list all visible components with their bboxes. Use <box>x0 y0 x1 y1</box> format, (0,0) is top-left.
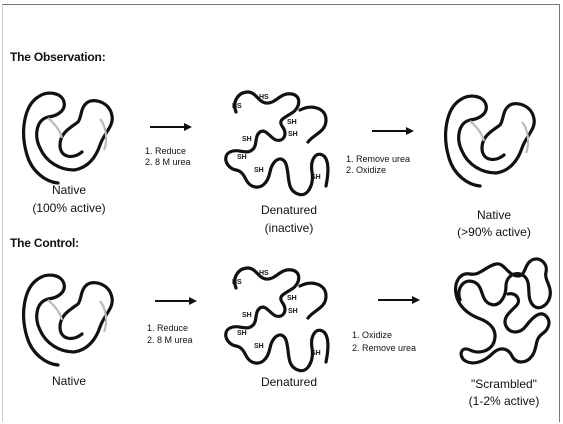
scrambled-protein-structure <box>456 259 551 363</box>
scrambled-activity: (1-2% active) <box>449 394 559 408</box>
control-reduce-step-2: 2. 8 M urea <box>147 334 193 346</box>
native-label: Native <box>24 183 114 197</box>
sh-label: SH <box>254 167 264 174</box>
control-remove-urea-step: 2. Remove urea <box>352 342 416 354</box>
oxidize-step: 2. Oxidize <box>346 164 386 176</box>
sh-label: HS <box>232 103 242 110</box>
sh-label: SH <box>288 131 298 138</box>
sh-label: SH <box>288 308 298 315</box>
sh-label: SH <box>311 350 321 357</box>
sh-label: SH <box>287 119 297 126</box>
sh-label: SH <box>242 136 252 143</box>
control-reduce-step-1: 1. Reduce <box>147 322 188 334</box>
renatured-label: Native <box>449 208 539 222</box>
control-reduce-arrow <box>155 297 197 305</box>
renature-arrow <box>372 127 414 135</box>
sh-label: SH <box>242 312 252 319</box>
renatured-activity: (>90% active) <box>434 225 554 239</box>
sh-label: SH <box>254 343 264 350</box>
reduce-arrow <box>150 123 192 131</box>
denatured-label: Denatured <box>234 203 344 217</box>
control-native-label: Native <box>24 374 114 388</box>
native-protein-structure <box>24 93 113 183</box>
native-activity: (100% active) <box>14 201 124 215</box>
sh-label: SH <box>237 154 247 161</box>
sh-label: SH <box>287 295 297 302</box>
sh-label: SH <box>311 174 321 181</box>
control-denatured-label: Denatured <box>234 375 344 389</box>
reduce-step-2: 2. 8 M urea <box>145 156 191 168</box>
sh-label: HS <box>259 94 269 101</box>
control-oxidize-step: 1. Oxidize <box>352 329 392 341</box>
sh-label: HS <box>259 270 269 277</box>
sh-label: SH <box>237 330 247 337</box>
oxidize-arrow <box>378 296 420 304</box>
sh-label: HS <box>232 279 242 286</box>
control-native-protein-structure <box>24 275 113 365</box>
observation-heading: The Observation: <box>10 50 105 64</box>
scrambled-label: "Scrambled" <box>454 377 554 391</box>
denatured-activity: (inactive) <box>234 221 344 235</box>
renatured-protein-structure <box>446 96 535 186</box>
control-heading: The Control: <box>10 236 79 250</box>
